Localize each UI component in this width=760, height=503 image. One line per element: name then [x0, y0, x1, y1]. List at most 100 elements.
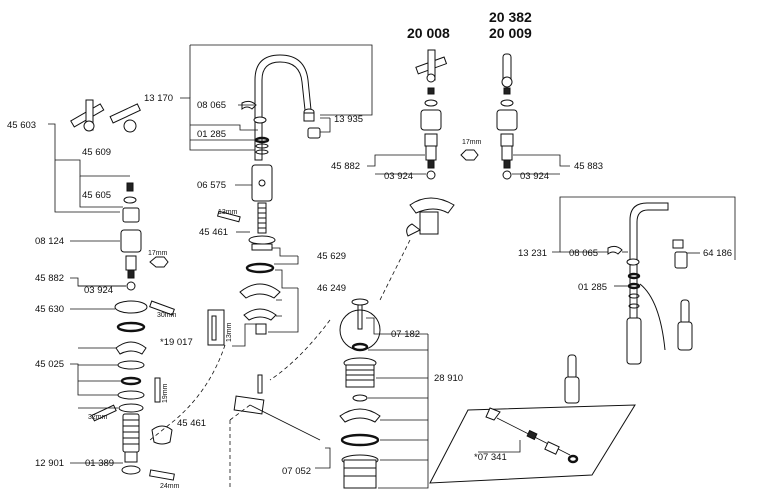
- hose-path: [149, 344, 226, 441]
- aerator-part-icon: [672, 239, 684, 249]
- dim-17mm-left: 17mm: [148, 250, 168, 257]
- o-ring-icon: [628, 303, 640, 309]
- spout-base-icon: [626, 317, 642, 365]
- label-46249: 46 249: [317, 283, 346, 294]
- screw-icon: [503, 87, 511, 95]
- cartridge-icon: [425, 145, 437, 180]
- label-45883: 45 883: [574, 161, 603, 172]
- model-number-20382: 20 382: [489, 9, 532, 25]
- label-45609: 45 609: [82, 147, 111, 158]
- dim-19mm: 19mm: [162, 383, 169, 403]
- label-07341: *07 341: [474, 452, 507, 463]
- sleeve-icon: [496, 109, 518, 131]
- hose-path: [269, 319, 331, 381]
- drain-assembly: [229, 298, 381, 490]
- kit-leader-line: [478, 440, 521, 453]
- o-ring-icon: [628, 293, 640, 299]
- label-03924-right: 03 924: [520, 171, 549, 182]
- o-ring-icon: [567, 454, 579, 464]
- kit-frame: [429, 404, 636, 484]
- label-13935: 13 935: [334, 114, 363, 125]
- sleeve-08124-icon: [120, 229, 142, 253]
- bonnet-icon: [500, 133, 514, 147]
- valve-body-icon: [121, 413, 141, 475]
- dim-24mm: 24mm: [160, 483, 180, 490]
- label-28910: 28 910: [434, 373, 463, 384]
- lever-handle-icon: [564, 354, 580, 404]
- label-01389: 01 389: [85, 458, 114, 469]
- dim-17mm-right: 17mm: [462, 139, 482, 146]
- model-number-20009: 20 009: [489, 25, 532, 41]
- clip-icon: [115, 341, 147, 355]
- upper-right-valves: [379, 49, 518, 301]
- label-45629: 45 629: [317, 251, 346, 262]
- o-ring-icon: [255, 149, 269, 155]
- aerator-icon: [674, 251, 688, 269]
- bonnet-icon: [424, 133, 438, 147]
- aerator-part-icon: [303, 112, 315, 122]
- dim-13mm-a: 13mm: [218, 209, 238, 216]
- wrench-icon: [154, 377, 161, 403]
- label-08124: 08 124: [35, 236, 64, 247]
- label-19017: *19 017: [160, 337, 193, 348]
- label-01285-right: 01 285: [578, 282, 607, 293]
- washer-icon: [117, 390, 145, 400]
- label-45882-right: 45 882: [331, 161, 360, 172]
- o-ring-icon: [120, 376, 142, 386]
- gasket-icon: [340, 433, 380, 447]
- aerator-icon: [307, 127, 321, 139]
- hex-nut-icon: [460, 149, 479, 161]
- ball-joint-icon: [544, 441, 560, 455]
- label-45461-center: 45 461: [199, 227, 228, 238]
- label-08065-right: 08 065: [569, 248, 598, 259]
- label-45461-hose: 45 461: [177, 418, 206, 429]
- pop-up-rod-07052: [229, 374, 321, 490]
- washer-icon: [626, 258, 640, 266]
- label-01285-center: 01 285: [197, 129, 226, 140]
- label-08065-center: 08 065: [197, 100, 226, 111]
- label-45025: 45 025: [35, 359, 64, 370]
- nut-icon: [251, 243, 273, 251]
- label-45603: 45 603: [7, 120, 36, 131]
- right-spout-assembly: [564, 202, 693, 404]
- hex-nut-icon: [149, 256, 169, 268]
- center-spout-assembly: [207, 54, 321, 346]
- dim-13mm-b: 13mm: [226, 322, 233, 342]
- washer-icon: [253, 116, 267, 124]
- small-nut-icon: [255, 323, 267, 335]
- upper-right-leader-lines: [367, 154, 570, 175]
- washer-icon: [118, 403, 144, 413]
- sleeve-icon: [420, 109, 442, 131]
- cross-handle-icon: [415, 49, 448, 83]
- cap-icon: [500, 99, 514, 107]
- stopper-rod-icon: [357, 304, 363, 330]
- o-ring-icon: [627, 272, 641, 280]
- clip-icon: [239, 283, 281, 299]
- flange-45630: [114, 300, 148, 314]
- dim-32mm: 32mm: [88, 414, 108, 421]
- cartridge-icon: [501, 145, 513, 180]
- o-ring-icon: [627, 282, 641, 290]
- pop-up-kit-07341: [429, 404, 636, 484]
- lever-handle-icon: [501, 53, 513, 88]
- cap-icon: [424, 99, 438, 107]
- cartridge-left-icon: [125, 255, 137, 291]
- screw-icon: [427, 87, 435, 95]
- drain-stopper-cap-icon: [351, 298, 369, 306]
- lever-handle-icon: [677, 299, 693, 351]
- wrench-icon: [149, 469, 175, 481]
- label-12901: 12 901: [35, 458, 64, 469]
- center-leader-lines: [180, 44, 373, 347]
- valve-body-icon: [406, 197, 455, 237]
- clip-icon: [243, 308, 277, 321]
- washer-icon: [352, 394, 368, 402]
- label-07182: 07 182: [391, 329, 420, 340]
- nut-icon: [526, 429, 538, 441]
- label-64186: 64 186: [703, 248, 732, 259]
- set-screw-icon: [607, 245, 623, 256]
- elbow-fitting-icon: [151, 425, 173, 445]
- cross-handle-icon: [70, 99, 105, 132]
- washer-icon: [117, 360, 145, 370]
